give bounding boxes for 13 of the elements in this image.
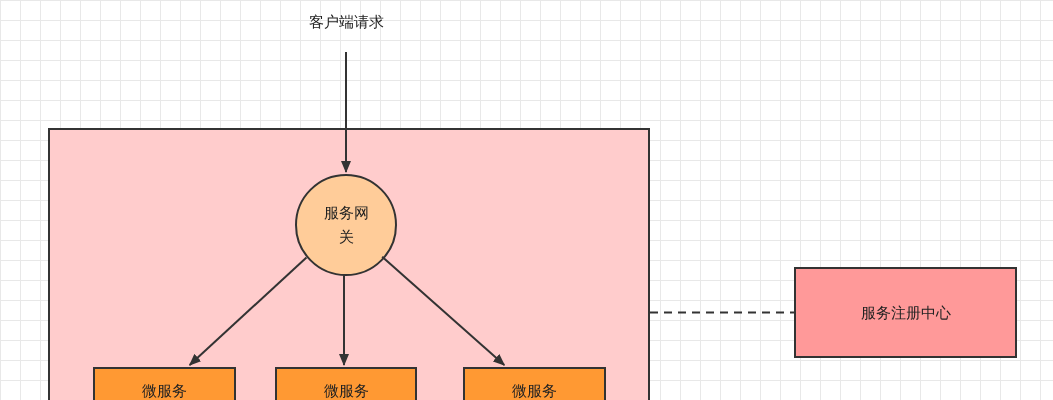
container-box <box>48 128 650 400</box>
node-label: 客户端请求 <box>308 12 384 33</box>
dashed-connector <box>649 311 795 314</box>
node-label: 微服务 <box>512 381 557 400</box>
node-label: 微服务 <box>323 381 369 400</box>
arrow <box>188 256 308 366</box>
node-label: 微服务 <box>142 381 187 400</box>
arrow <box>339 273 349 366</box>
node-label: 服务注册中心 <box>860 302 951 324</box>
registry-box <box>794 267 1017 358</box>
arrow <box>381 255 506 366</box>
node-label: 服务网关 <box>322 203 370 248</box>
arrow <box>341 51 351 173</box>
